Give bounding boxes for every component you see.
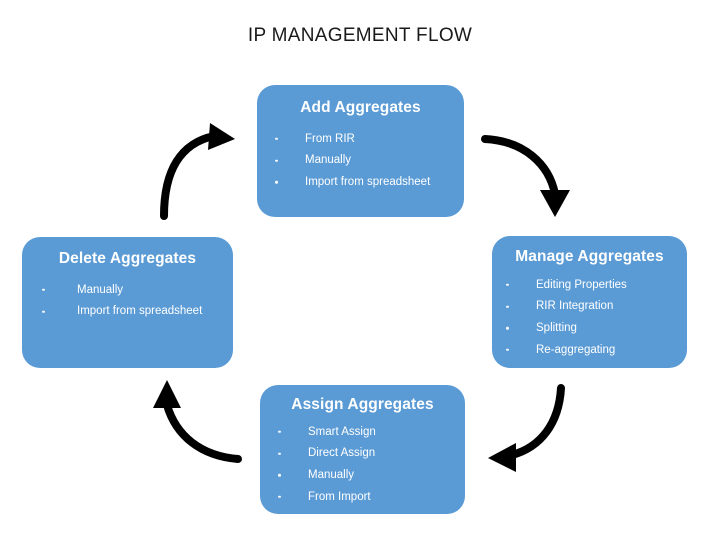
list-item: Splitting (492, 320, 687, 337)
list-item-label: Import from spreadsheet (305, 175, 431, 188)
list-item-label: Re-aggregating (536, 343, 616, 356)
node-assign-aggregates-items: Smart Assign Direct Assign Manually From… (260, 424, 465, 506)
list-item: Re-aggregating (492, 342, 687, 359)
list-item-label: From RIR (305, 132, 355, 145)
node-delete-aggregates-title: Delete Aggregates (58, 250, 197, 267)
list-item-label: Import from spreadsheet (77, 305, 203, 318)
list-item-label: RIR Integration (536, 300, 614, 313)
bullet-dot-icon (278, 452, 281, 455)
list-item: Manually (22, 282, 233, 299)
arrow-add-to-manage-icon (481, 135, 570, 217)
node-delete-aggregates[interactable]: Delete Aggregates Manually Import from s… (22, 237, 233, 368)
list-item: Manually (260, 467, 465, 484)
bullet-dot-icon (42, 310, 45, 313)
bullet-dot-icon (278, 430, 281, 434)
arrow-delete-to-add-icon (160, 123, 235, 220)
list-item-label: Direct Assign (308, 447, 376, 460)
list-item-label: Manually (77, 283, 124, 296)
node-add-aggregates[interactable]: Add Aggregates From RIR Manually Import … (257, 85, 464, 217)
page-title: IP MANAGEMENT FLOW (247, 25, 473, 46)
bullet-dot-icon (506, 327, 509, 330)
node-add-aggregates-title: Add Aggregates (300, 99, 421, 116)
list-item-label: From Import (308, 490, 371, 503)
list-item: Smart Assign (260, 424, 465, 441)
bullet-dot-icon (42, 288, 45, 292)
list-item-label: Smart Assign (308, 425, 376, 438)
node-manage-aggregates-items: Editing Properties RIR Integration Split… (492, 277, 687, 359)
list-item: Import from spreadsheet (257, 174, 464, 191)
list-item: Direct Assign (260, 445, 465, 462)
node-assign-aggregates-title: Assign Aggregates (291, 396, 434, 413)
bullet-dot-icon (278, 474, 281, 477)
list-item-label: Editing Properties (536, 278, 627, 291)
arrow-manage-to-assign-icon (488, 384, 565, 472)
bullet-dot-icon (275, 137, 278, 141)
bullet-dot-icon (278, 495, 281, 499)
list-item-label: Manually (308, 468, 355, 481)
node-assign-aggregates[interactable]: Assign Aggregates Smart Assign Direct As… (260, 385, 465, 514)
list-item: Editing Properties (492, 277, 687, 294)
arrow-assign-to-delete-icon (153, 380, 242, 463)
bullet-dot-icon (506, 283, 509, 287)
list-item: From Import (260, 489, 465, 506)
bullet-dot-icon (506, 305, 509, 308)
bullet-dot-icon (506, 348, 509, 352)
list-item-label: Splitting (536, 321, 577, 334)
node-manage-aggregates[interactable]: Manage Aggregates Editing Properties RIR… (492, 236, 687, 368)
list-item: From RIR (257, 131, 464, 148)
node-manage-aggregates-title: Manage Aggregates (515, 248, 664, 265)
list-item-label: Manually (305, 154, 352, 167)
node-delete-aggregates-items: Manually Import from spreadsheet (22, 282, 233, 320)
bullet-dot-icon (275, 181, 278, 184)
bullet-dot-icon (275, 159, 278, 162)
node-add-aggregates-items: From RIR Manually Import from spreadshee… (257, 131, 464, 191)
list-item: Import from spreadsheet (22, 303, 233, 320)
list-item: RIR Integration (492, 298, 687, 315)
list-item: Manually (257, 152, 464, 169)
